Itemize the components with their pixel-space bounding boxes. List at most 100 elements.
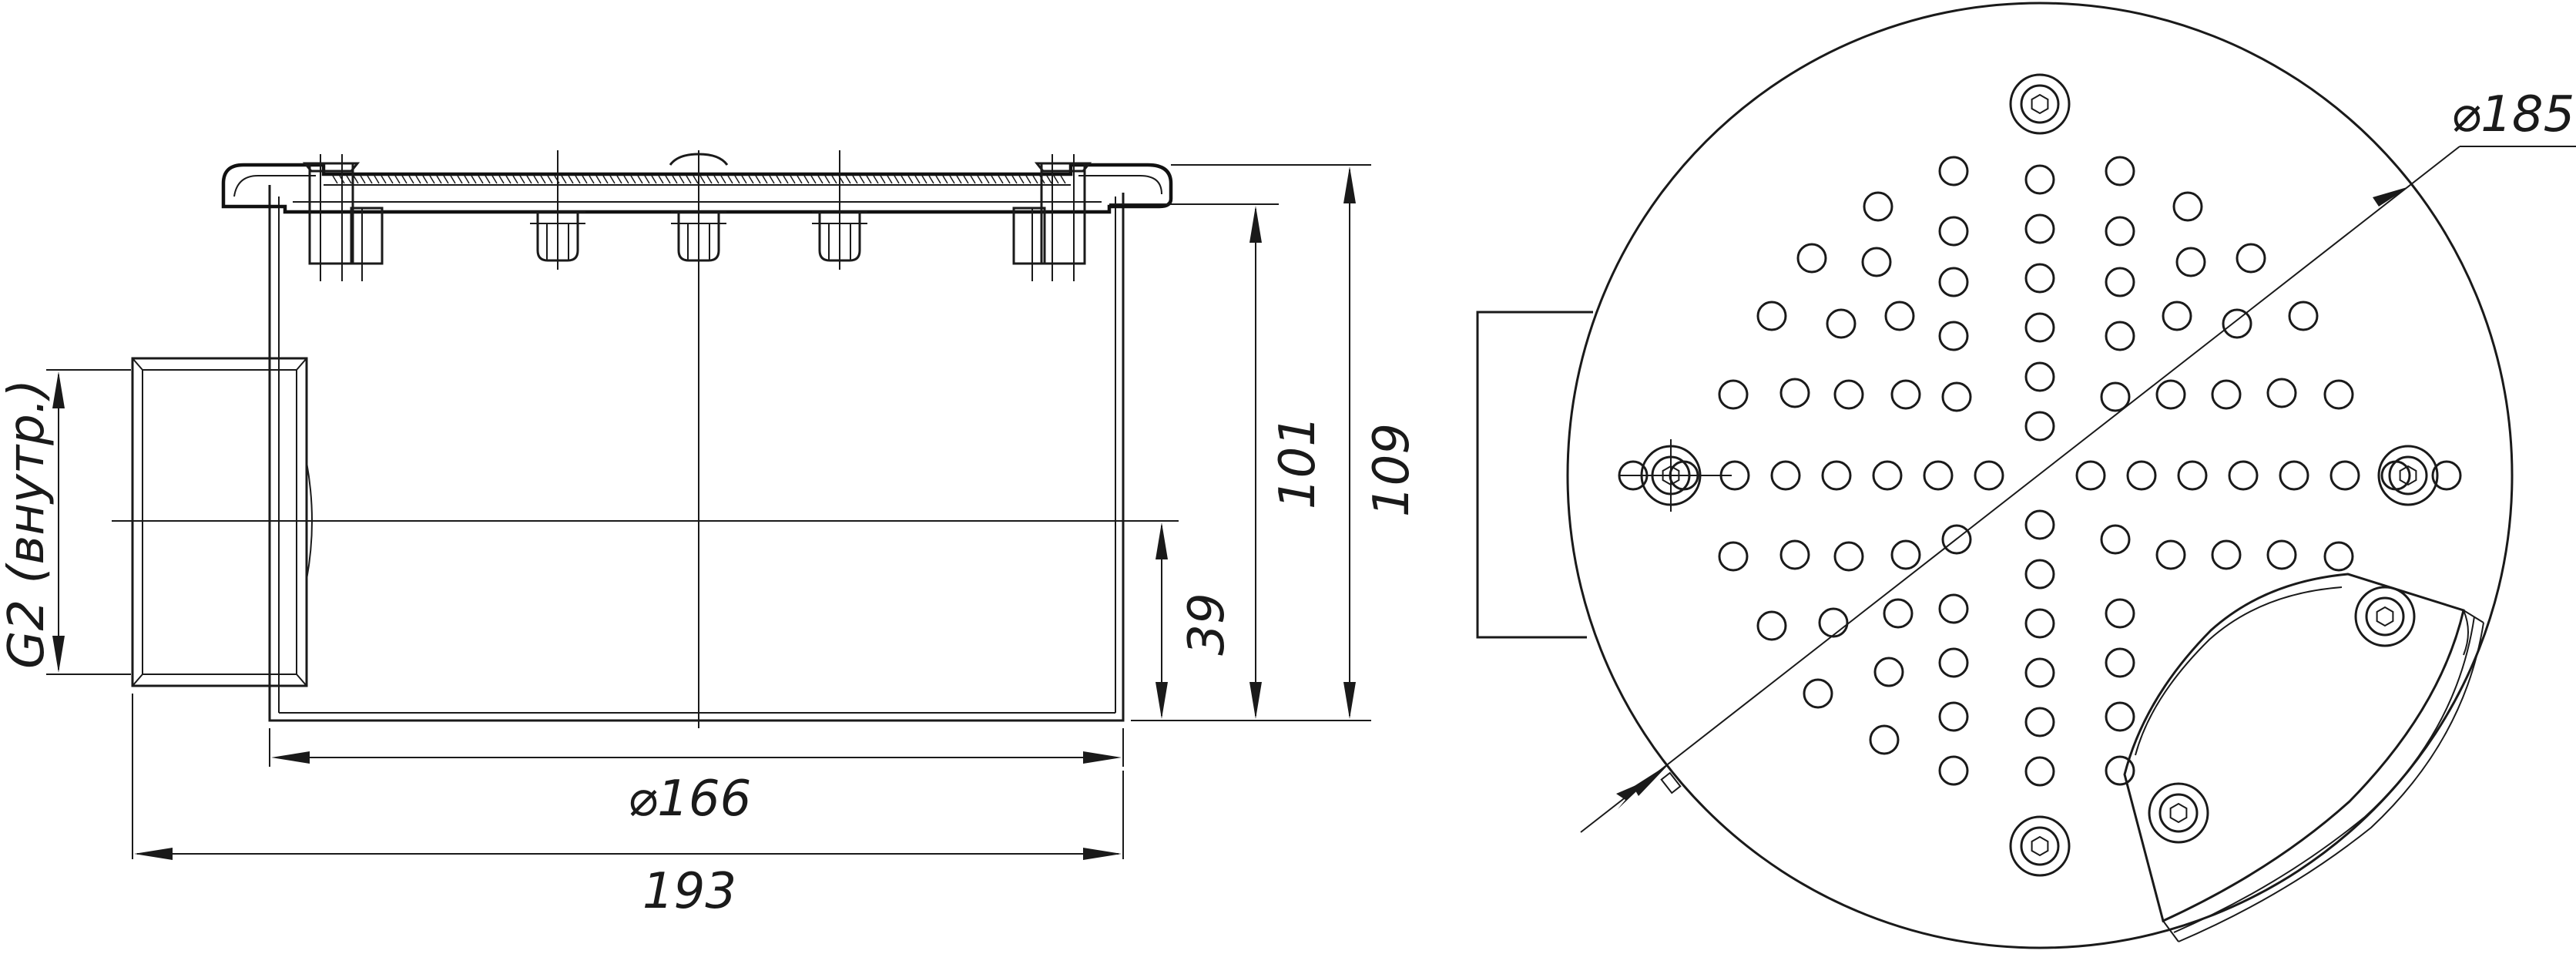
dim-g2-label: G2 (внутр.) — [0, 379, 55, 669]
grate-hole — [2105, 267, 2135, 297]
grate-hole — [2024, 213, 2055, 244]
grate-hole — [2024, 756, 2055, 787]
grate-hole — [1821, 460, 1852, 491]
grate-hole — [1938, 156, 1969, 186]
dim-166-label: ⌀166 — [628, 771, 752, 828]
grate-hole — [1938, 647, 1969, 678]
grate-hole — [1872, 460, 1903, 491]
grate-hole — [2100, 524, 2131, 555]
peg — [812, 150, 867, 270]
grate-hole — [1818, 607, 1849, 638]
dimension-101: 101 — [1109, 203, 1327, 721]
dimension-185: ⌀185 — [1580, 86, 2576, 833]
grate-hole — [1863, 191, 1893, 222]
grate-hole — [2266, 539, 2297, 570]
grate-hole — [2211, 379, 2242, 410]
screw-head — [2377, 445, 2439, 506]
grate-hole — [1873, 657, 1904, 687]
grate-hole — [2024, 361, 2055, 392]
dim-109-label: 109 — [1363, 423, 1420, 517]
grate-hole — [2075, 460, 2106, 491]
screw-head — [2354, 586, 2416, 647]
grate-hole — [1833, 541, 1864, 572]
screw-head — [2009, 815, 2071, 877]
dim-185-label: ⌀185 — [2451, 86, 2575, 143]
peg — [530, 150, 585, 270]
grate-hole — [1938, 216, 1969, 247]
grate-hatch — [332, 175, 1066, 184]
grate-hole — [2105, 755, 2135, 786]
dim-193-label: 193 — [642, 863, 736, 920]
grate-hole — [1796, 243, 1827, 274]
top-flange — [221, 163, 1173, 214]
grate-hole — [2024, 657, 2055, 688]
grate-hole — [1770, 460, 1801, 491]
grate-hole — [2105, 598, 2135, 629]
grate-hole — [2172, 191, 2203, 222]
top-view: ⌀185 — [1476, 2, 2576, 949]
grate-hole — [1938, 321, 1969, 351]
grate-hole — [2100, 381, 2131, 412]
grate-hole — [2380, 460, 2411, 491]
grate-hole — [2105, 321, 2135, 351]
grate-hole — [1803, 678, 1833, 709]
screw-head — [2009, 73, 2071, 135]
left-screw — [302, 154, 384, 281]
grate-hole — [2024, 707, 2055, 737]
grate-hole — [2266, 378, 2297, 408]
grate-hole — [2228, 460, 2259, 491]
grate-hole — [2211, 539, 2242, 570]
grate-hole — [2024, 263, 2055, 294]
grate-hole — [1826, 308, 1857, 339]
grate-hole — [1938, 755, 1969, 786]
grate-hole — [1890, 379, 1921, 410]
grate-hole — [1974, 460, 2004, 491]
grate-hole — [2177, 460, 2208, 491]
outlet-stub — [1476, 311, 1593, 639]
dimension-g2: G2 (внутр.) — [0, 369, 131, 675]
grate-hole — [2024, 608, 2055, 639]
grate-hole — [2105, 701, 2135, 732]
dimension-39: 39 — [1156, 520, 1236, 721]
grate-hole — [1756, 610, 1787, 641]
grate-hole — [1718, 379, 1749, 410]
grate-hole — [2024, 509, 2055, 540]
grate-hole — [1884, 301, 1915, 331]
outlet-pipe — [131, 357, 313, 687]
grate-hole — [1718, 541, 1749, 572]
grate-hole — [2105, 216, 2135, 247]
body-outline — [268, 185, 1125, 722]
grate-hole — [2024, 164, 2055, 195]
screw-head — [2148, 782, 2209, 844]
grate-hole — [1938, 593, 1969, 624]
grate-hole — [1779, 378, 1810, 408]
grate-hole — [2155, 379, 2186, 410]
grate-hole — [2329, 460, 2360, 491]
grate-hole — [1923, 460, 1954, 491]
grate-hole — [1756, 301, 1787, 331]
right-screw — [1012, 154, 1092, 281]
grate-hole — [2431, 460, 2462, 491]
grate-hole — [2024, 312, 2055, 343]
dim-39-label: 39 — [1179, 593, 1236, 655]
grate-hole — [2323, 379, 2354, 410]
grate-hole — [2236, 243, 2266, 274]
grate-hole — [2288, 301, 2319, 331]
grate-hole — [2175, 247, 2206, 277]
cutaway-sector — [2123, 573, 2484, 942]
grate-hole — [1938, 701, 1969, 732]
dim-101-label: 101 — [1270, 415, 1327, 509]
grate-hole — [1861, 247, 1892, 277]
grate-hole — [2222, 308, 2252, 339]
grate-hole — [1833, 379, 1864, 410]
grate-hole — [2162, 301, 2192, 331]
grate-hole — [1883, 598, 1914, 629]
grate-hole — [1941, 381, 1972, 412]
grate-hole — [1890, 539, 1921, 570]
grate-hole — [2279, 460, 2309, 491]
grate-hole — [2105, 156, 2135, 186]
grate-hole — [2323, 541, 2354, 572]
grate-hole — [1938, 267, 1969, 297]
grate-hole — [2105, 647, 2135, 678]
